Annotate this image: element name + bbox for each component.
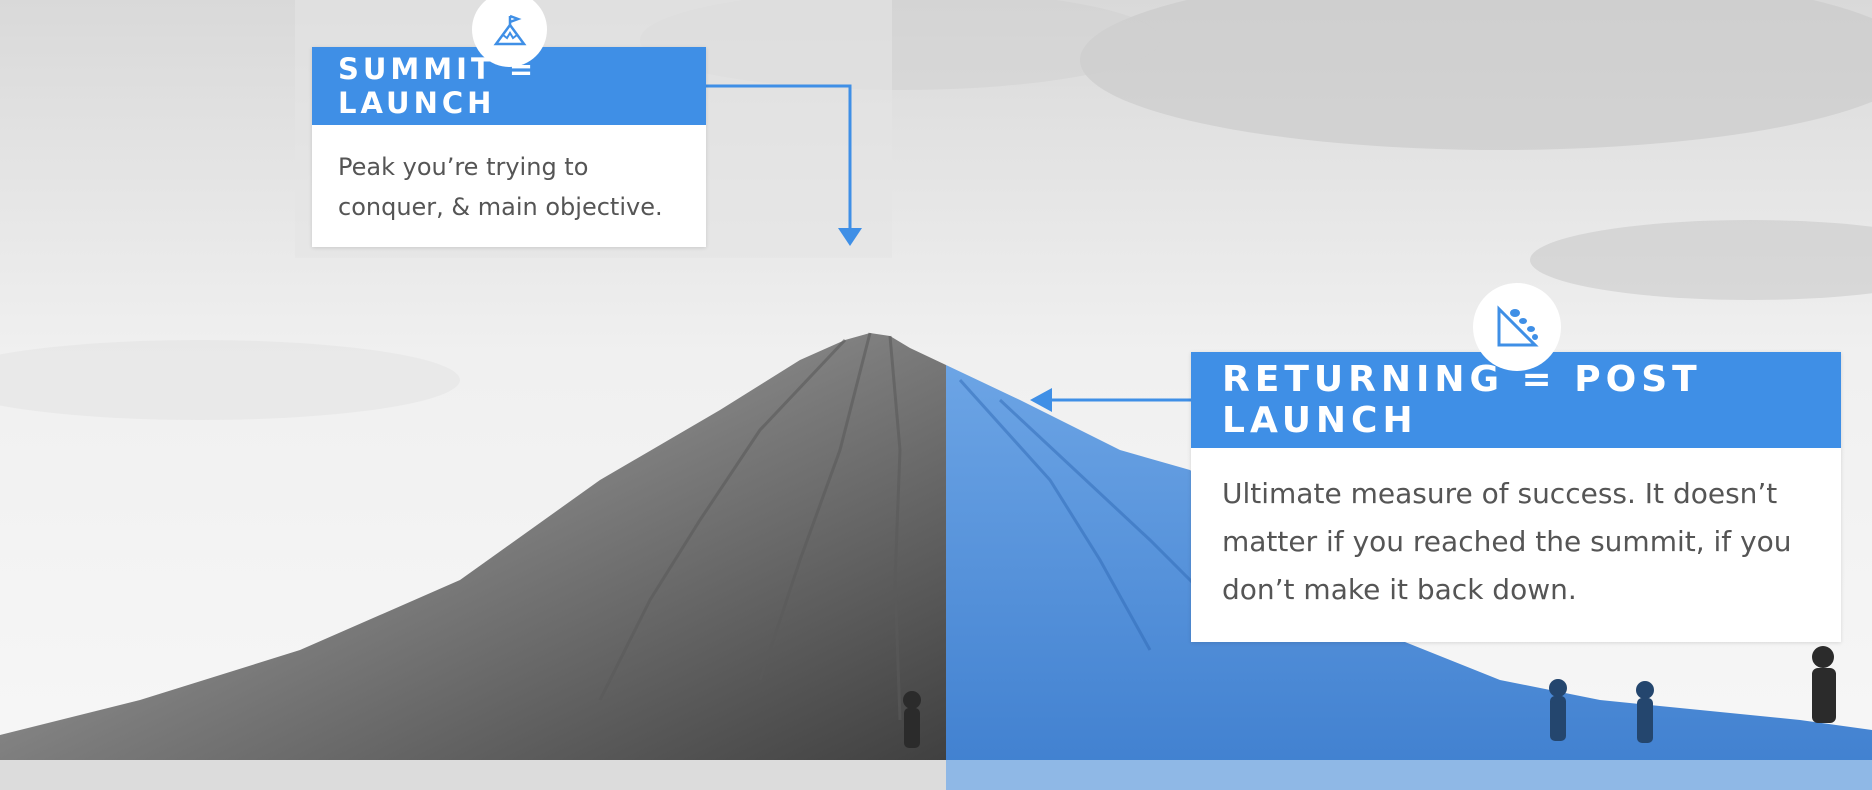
hikers [903,646,1836,748]
summit-card: SUMMIT = LAUNCH Peak you’re trying to co… [312,47,706,247]
summit-desc-line-2: conquer, & main objective. [338,193,663,221]
summit-card-title: SUMMIT = LAUNCH [312,47,706,125]
mountain-flag-icon [472,0,547,67]
arrow-return-head [1030,388,1052,412]
arrow-summit-head [838,228,862,246]
mountain-grey [0,333,946,790]
summit-desc-line-1: Peak you’re trying to [338,153,589,181]
mountain-blue [946,365,1872,790]
returning-card: RETURNING = POST LAUNCH Ultimate measure… [1191,352,1841,642]
summit-card-description: Peak you’re trying to conquer, & main ob… [312,125,706,247]
returning-desc-line-1: Ultimate measure of success. It doesn’t [1222,477,1778,510]
arrow-summit [706,84,852,232]
returning-card-description: Ultimate measure of success. It doesn’t … [1191,448,1841,642]
falling-rocks-slope-icon [1473,283,1561,371]
returning-desc-line-2: matter if you reached the summit, if you [1222,525,1792,558]
returning-desc-line-3: don’t make it back down. [1222,573,1577,606]
